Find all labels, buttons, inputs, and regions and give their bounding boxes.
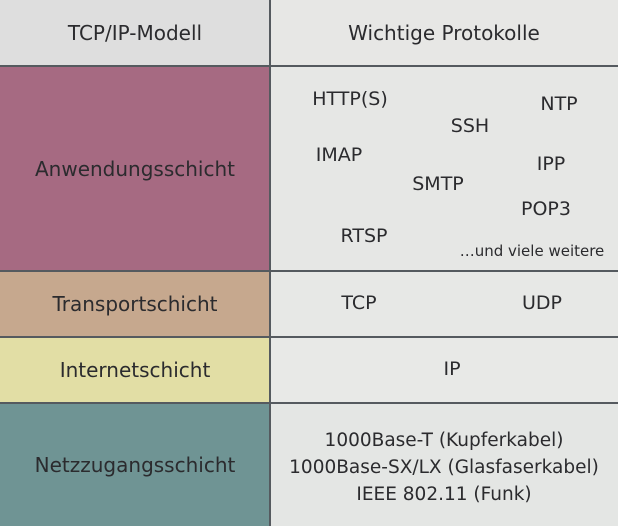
link-protocols-cell: 1000Base-T (Kupferkabel) 1000Base-SX/LX … (270, 403, 618, 526)
protocol-ntp: NTP (540, 93, 578, 115)
row-divider-header (0, 65, 618, 67)
protocol-ip: IP (443, 358, 461, 380)
header-model-label: TCP/IP-Modell (67, 21, 203, 45)
header-protocols-label: Wichtige Protokolle (348, 21, 540, 45)
link-protocols-list: 1000Base-T (Kupferkabel) 1000Base-SX/LX … (270, 427, 618, 508)
application-layer-cell: Anwendungsschicht (0, 66, 270, 271)
internet-protocols-cell: IP (270, 337, 618, 403)
protocol-1000base-sx-lx: 1000Base-SX/LX (Glasfaserkabel) (289, 457, 599, 478)
link-layer-name: Netzzugangsschicht (34, 452, 236, 477)
transport-protocols-cell: TCP UDP (270, 271, 618, 337)
protocol-http: HTTP(S) (312, 88, 388, 110)
header-model-cell: TCP/IP-Modell (0, 0, 270, 66)
protocol-tcp: TCP (341, 292, 377, 314)
application-layer-name: Anwendungsschicht (34, 156, 236, 181)
application-protocols-cell: HTTP(S) NTP SSH IMAP IPP SMTP POP3 RTSP … (270, 66, 618, 271)
row-divider-application (0, 270, 618, 272)
protocol-ssh: SSH (450, 115, 490, 137)
internet-layer-name: Internetschicht (59, 358, 211, 382)
protocol-smtp: SMTP (412, 173, 464, 195)
row-divider-transport (0, 336, 618, 338)
protocol-imap: IMAP (315, 144, 363, 166)
transport-layer-cell: Transportschicht (0, 271, 270, 337)
protocol-ipp: IPP (536, 153, 566, 175)
internet-layer-cell: Internetschicht (0, 337, 270, 403)
protocol-udp: UDP (522, 292, 562, 314)
protocol-pop3: POP3 (521, 198, 571, 220)
column-divider (269, 0, 271, 526)
protocol-ieee-80211: IEEE 802.11 (Funk) (356, 484, 532, 505)
protocol-rtsp: RTSP (340, 225, 388, 247)
protocol-1000base-t: 1000Base-T (Kupferkabel) (324, 430, 564, 451)
row-divider-internet (0, 402, 618, 404)
header-protocols-cell: Wichtige Protokolle (270, 0, 618, 66)
link-layer-cell: Netzzugangsschicht (0, 403, 270, 526)
protocol-more-note: …und viele weitere (459, 242, 605, 260)
transport-layer-name: Transportschicht (52, 292, 218, 316)
